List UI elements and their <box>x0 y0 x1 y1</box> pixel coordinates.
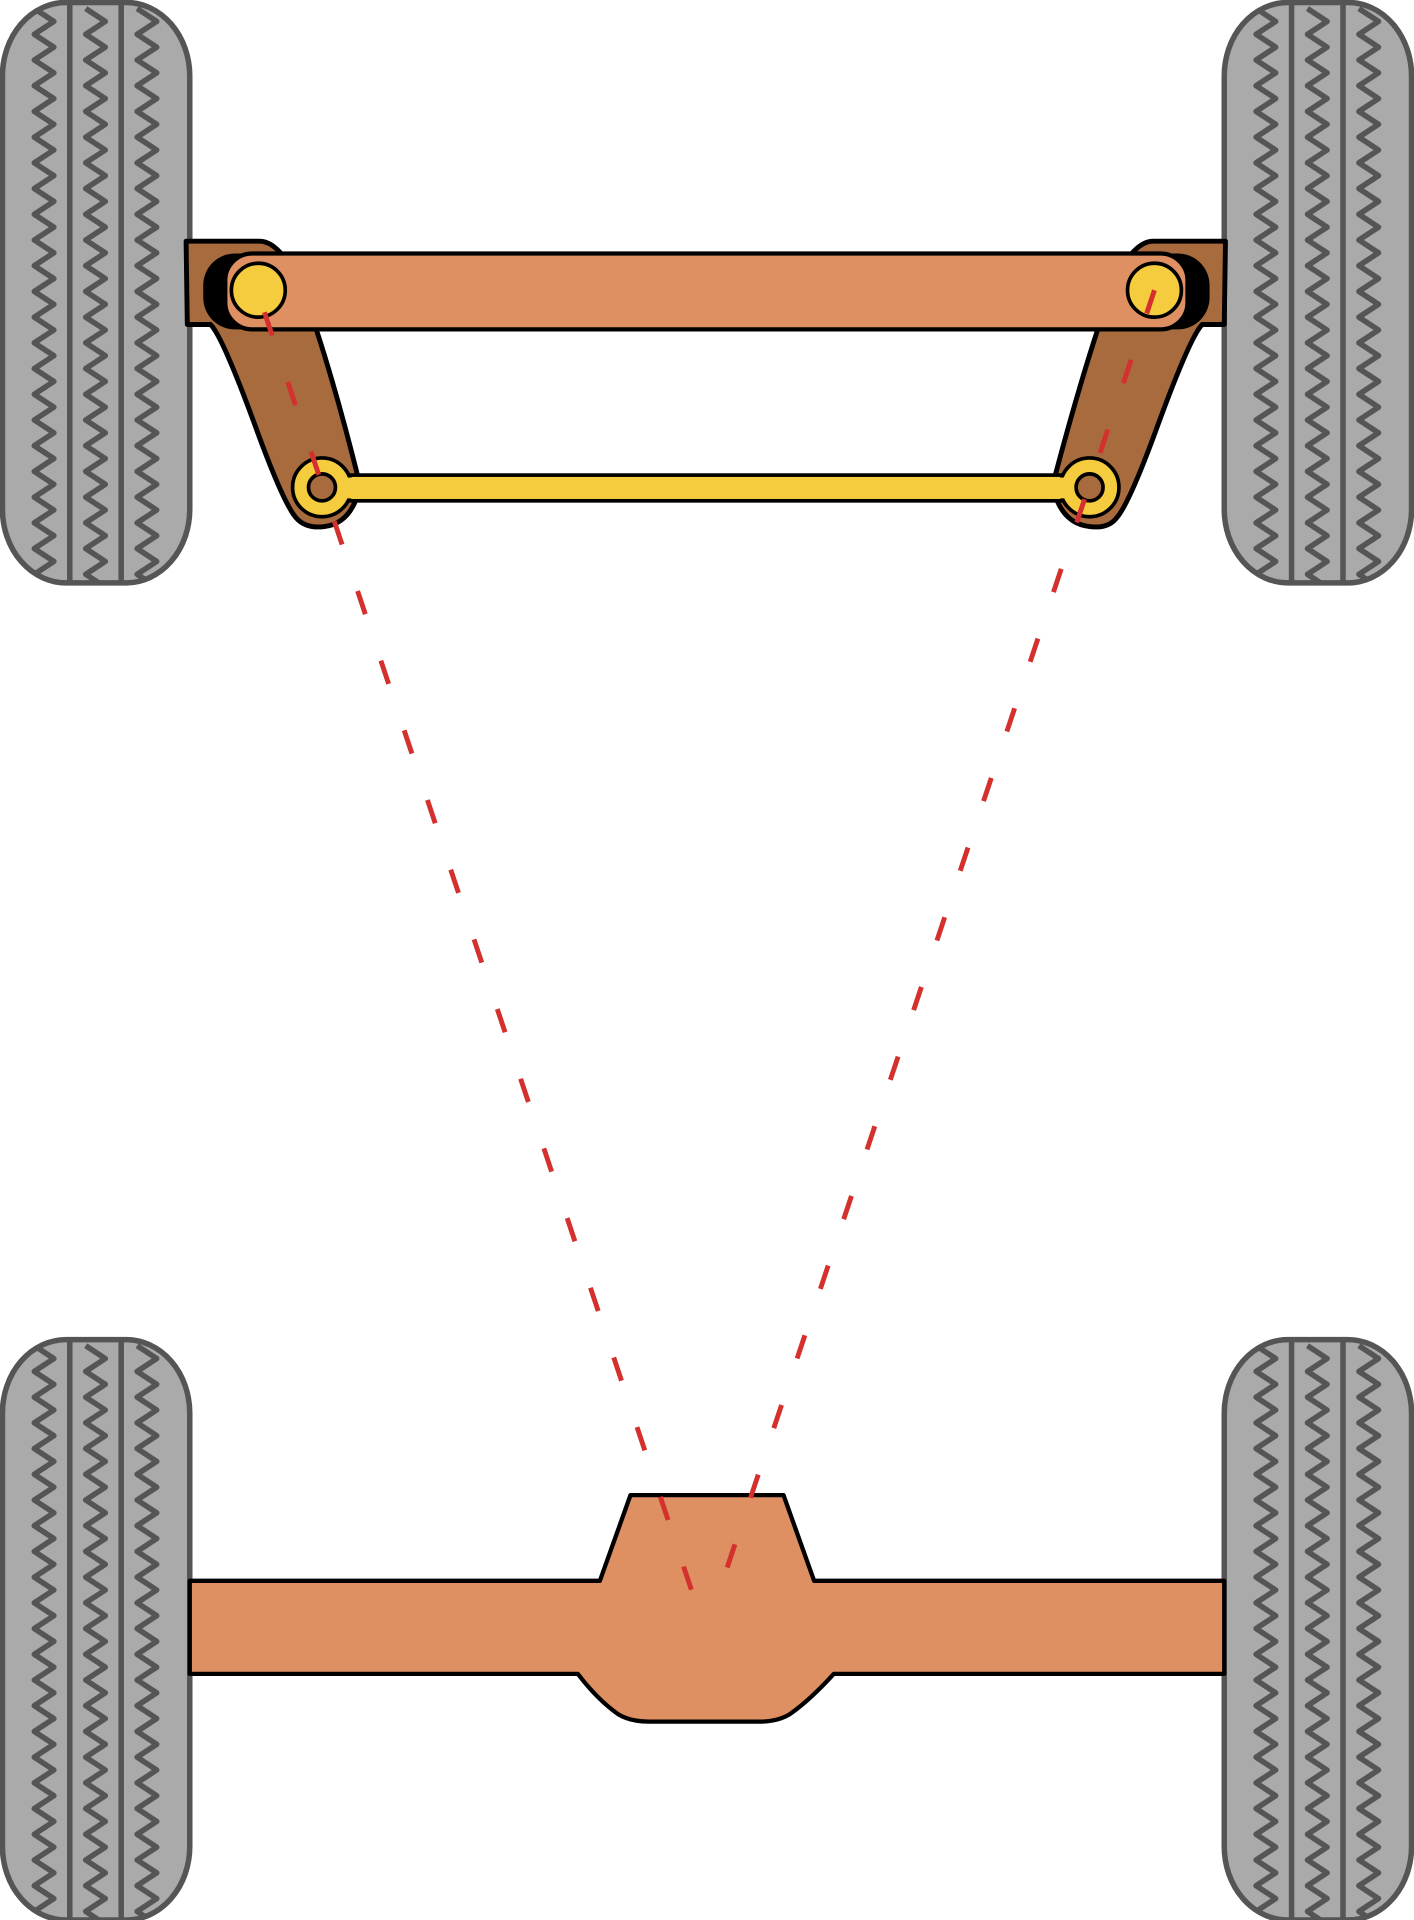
front-left-wheel <box>0 0 193 586</box>
tie-rod <box>290 456 1121 519</box>
kingpin-left <box>229 261 288 319</box>
tire-tread <box>31 1339 160 1920</box>
ackermann-line-right <box>712 289 1157 1605</box>
rear-axle <box>187 1492 1227 1724</box>
tire-tread <box>31 2 160 583</box>
kingpin-right <box>1125 261 1184 319</box>
rear-right-wheel <box>1221 1336 1414 1920</box>
front-right-wheel <box>1221 0 1414 586</box>
ackermann-line-left <box>262 311 708 1632</box>
tire-tread <box>1253 1339 1382 1920</box>
tire-tread <box>1253 2 1382 583</box>
front-beam <box>203 251 1210 332</box>
rear-left-wheel <box>0 1336 193 1920</box>
